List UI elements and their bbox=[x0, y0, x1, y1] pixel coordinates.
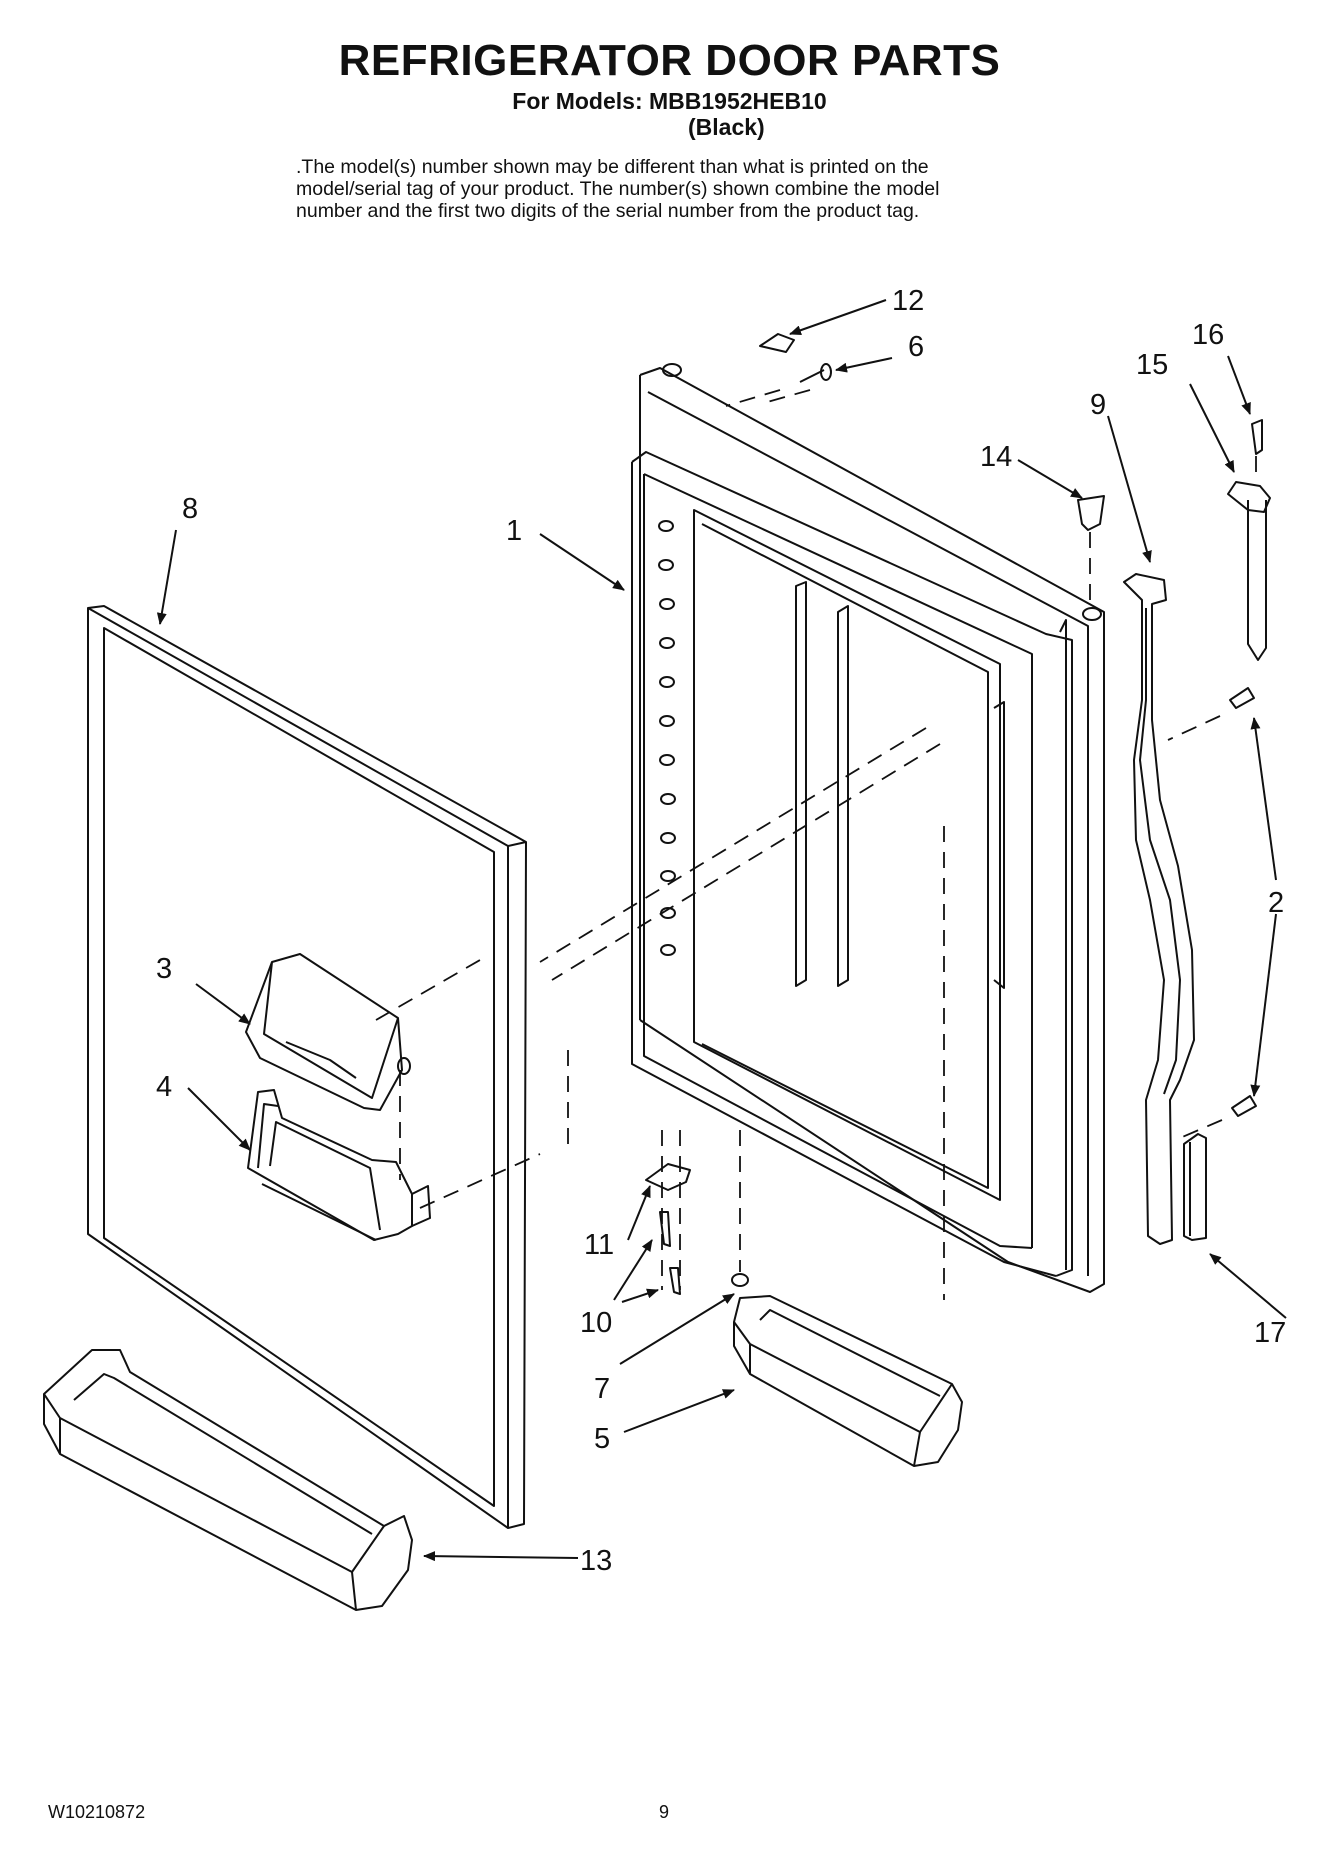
liner-mounting-holes bbox=[658, 363, 1102, 956]
callout-17: 17 bbox=[1254, 1317, 1286, 1349]
callout-4: 4 bbox=[156, 1071, 172, 1103]
hinge-screw-top bbox=[1251, 419, 1263, 455]
top-cap bbox=[759, 333, 795, 353]
callout-5: 5 bbox=[594, 1423, 610, 1455]
hinge-screw-upper bbox=[1229, 687, 1255, 709]
hinge-plug bbox=[1077, 495, 1105, 531]
callout-2: 2 bbox=[1268, 887, 1284, 919]
top-hinge-cover bbox=[1227, 481, 1271, 661]
callout-6: 6 bbox=[908, 331, 924, 363]
door-inner-liner bbox=[631, 367, 1105, 1293]
callout-7: 7 bbox=[594, 1373, 610, 1405]
disclaimer-line: number and the first two digits of the s… bbox=[296, 200, 920, 222]
disclaimer: .The model(s) number shown may be differ… bbox=[296, 156, 1096, 222]
dispenser-tray bbox=[247, 1089, 431, 1241]
hinge-screw-lower bbox=[1231, 1095, 1257, 1117]
callout-16: 16 bbox=[1192, 319, 1224, 351]
callout-11: 11 bbox=[584, 1229, 614, 1261]
bracket-screw-lower bbox=[669, 1267, 681, 1295]
disclaimer-line: model/serial tag of your product. The nu… bbox=[296, 178, 940, 200]
callout-15: 15 bbox=[1136, 349, 1168, 381]
bottom-trim-strip bbox=[1183, 1133, 1207, 1241]
document-number: W10210872 bbox=[48, 1802, 146, 1822]
model-color: (Black) bbox=[688, 114, 765, 140]
callout-13: 13 bbox=[580, 1545, 612, 1577]
bin-bracket bbox=[645, 1163, 691, 1191]
callout-8: 8 bbox=[182, 493, 198, 525]
page-number: 9 bbox=[659, 1802, 670, 1822]
page-title: REFRIGERATOR DOOR PARTS bbox=[338, 36, 1001, 85]
model-number: For Models: MBB1952HEB10 bbox=[512, 88, 827, 114]
door-outer-panel bbox=[87, 605, 527, 1529]
callout-9: 9 bbox=[1090, 389, 1106, 421]
callout-14: 14 bbox=[980, 441, 1012, 473]
top-screw bbox=[799, 363, 832, 383]
disclaimer-line: .The model(s) number shown may be differ… bbox=[296, 156, 929, 178]
callout-3: 3 bbox=[156, 953, 172, 985]
callout-12: 12 bbox=[892, 285, 924, 317]
bracket-screw-upper bbox=[659, 1211, 671, 1247]
bin-clip bbox=[731, 1273, 749, 1287]
callout-10: 10 bbox=[580, 1307, 612, 1339]
dispenser-housing bbox=[245, 953, 411, 1111]
callout-1: 1 bbox=[506, 515, 522, 547]
hinge-strip bbox=[1123, 573, 1195, 1245]
door-bin-large bbox=[43, 1349, 413, 1611]
door-bin-small bbox=[733, 1295, 963, 1467]
